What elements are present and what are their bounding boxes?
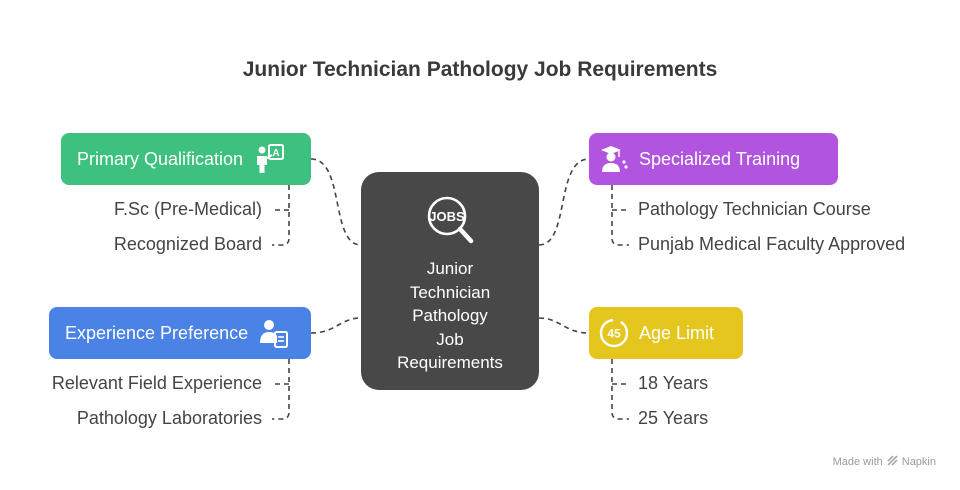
branch-specialized-training: Specialized Training [589, 133, 838, 185]
jobs-magnifier-icon: JOBS [425, 194, 475, 251]
experience-item: Relevant Field Experience [51, 373, 262, 393]
age-item: 25 Years [638, 408, 709, 428]
center-node: JOBS Junior Technician Pathology Job Req… [361, 172, 539, 390]
branch-experience-preference: Experience Preference [49, 307, 311, 359]
graduate-icon [599, 144, 629, 174]
napkin-logo-icon [887, 455, 898, 469]
svg-text:A: A [272, 148, 279, 159]
branch-label: Specialized Training [639, 148, 801, 169]
center-label: Junior Technician Pathology Job Requirem… [397, 259, 503, 372]
connector-primary-items [272, 185, 290, 246]
jobs-icon-text: JOBS [429, 209, 465, 224]
user-document-icon [258, 317, 290, 349]
connector-primary [310, 158, 362, 246]
made-with-text: Made with [832, 456, 883, 468]
connector-experience-items [272, 359, 290, 420]
student-board-icon: A [253, 143, 285, 175]
made-with-napkin[interactable]: Made with Napkin [833, 455, 936, 469]
connector-age-items [611, 359, 629, 420]
connector-experience [310, 317, 362, 334]
branch-age-limit: 45 Age Limit [589, 307, 743, 359]
connector-training [538, 158, 590, 246]
branch-label: Age Limit [639, 322, 715, 343]
connector-training-items [611, 185, 629, 246]
training-item: Pathology Technician Course [638, 199, 871, 219]
primary-item: Recognized Board [113, 234, 262, 254]
napkin-brand-text: Napkin [901, 456, 936, 468]
branch-primary-qualification: Primary Qualification A [61, 133, 311, 185]
age-45-icon: 45 [599, 318, 629, 348]
branch-label: Primary Qualification [77, 148, 244, 169]
branch-label: Experience Preference [65, 322, 249, 343]
training-item: Punjab Medical Faculty Approved [638, 234, 906, 254]
age-icon-text: 45 [607, 327, 621, 341]
experience-item: Pathology Laboratories [76, 408, 262, 428]
primary-item: F.Sc (Pre-Medical) [113, 199, 262, 219]
diagram-title: Junior Technician Pathology Job Requirem… [242, 58, 718, 81]
connector-age [538, 317, 590, 334]
age-item: 18 Years [638, 373, 709, 393]
